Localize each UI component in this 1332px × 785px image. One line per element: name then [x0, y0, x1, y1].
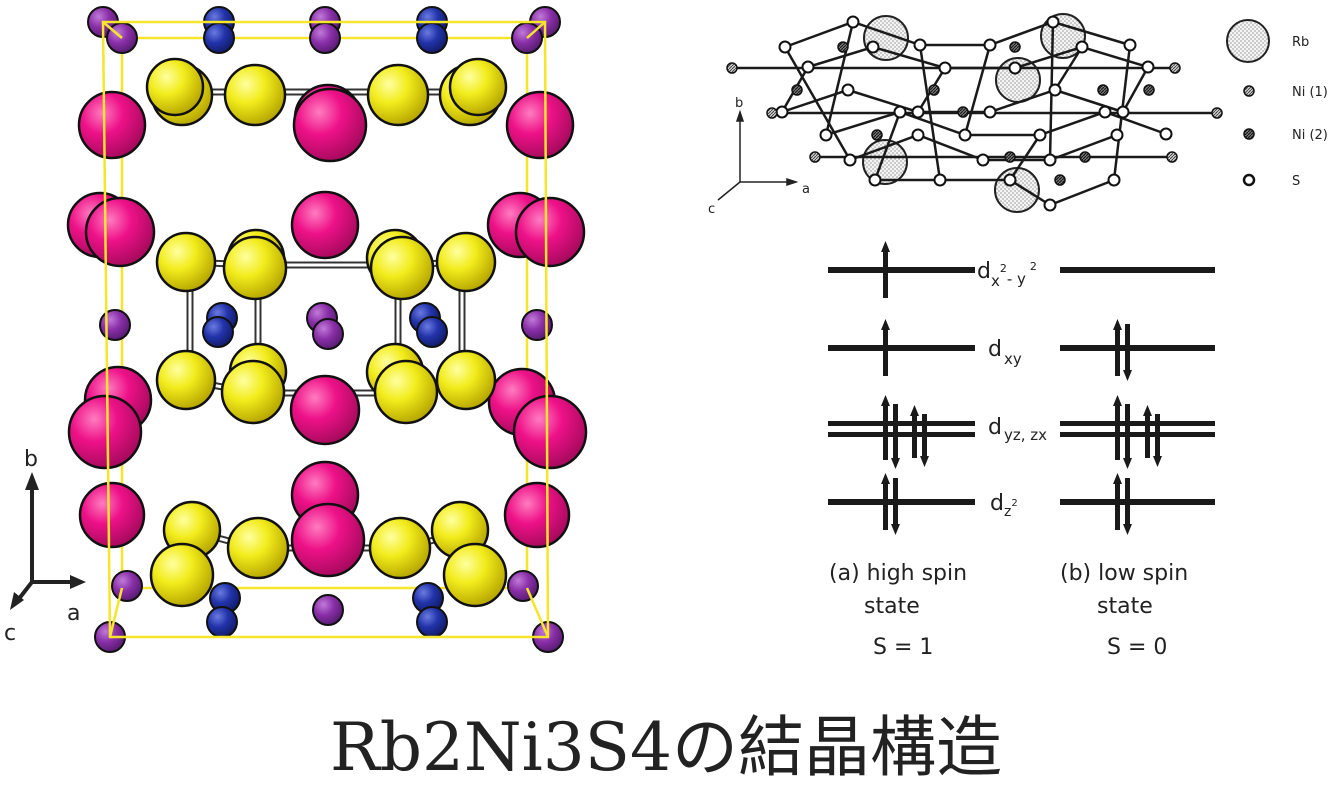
rb-atom: [507, 92, 573, 158]
rb-atom: [505, 483, 569, 547]
rb-atom: [292, 192, 358, 258]
rb-atom: [514, 396, 586, 468]
ni2-atom: [417, 23, 447, 53]
rb-atom: [516, 198, 584, 266]
small-open-circle-icon: [1244, 175, 1254, 185]
orbital-label-dz2: dz2: [990, 491, 1018, 520]
ni2-atom: [204, 23, 234, 53]
s-atom: [222, 361, 284, 423]
proj-axis-label-b: b: [735, 96, 743, 111]
spin-down-arrow: [891, 478, 900, 535]
orbital-label-dx2y2: dx2- y2: [977, 259, 1037, 290]
layer-projection-view: b a c Rb Ni (1) Ni (2) S: [708, 14, 1328, 217]
legend-label-ni1: Ni (1): [1292, 85, 1328, 100]
s-atom: [437, 351, 495, 409]
s-atom: [444, 544, 506, 606]
spin-up-arrow: [1113, 395, 1122, 460]
ni1-atom: [100, 310, 130, 340]
s-atom: [228, 518, 288, 578]
high-spin-value: S = 1: [873, 635, 933, 660]
rb-atom: [69, 396, 141, 468]
high-spin-caption-line1: (a) high spin: [829, 561, 967, 586]
spin-up-arrow: [881, 395, 890, 460]
ni1-atom: [112, 571, 142, 601]
legend-label-ni2: Ni (2): [1292, 128, 1328, 143]
s-atom: [450, 59, 506, 115]
rb-atom: [80, 483, 144, 547]
s-atom: [157, 233, 215, 291]
crystal-structure-view: b a c: [4, 7, 586, 652]
spin-down-arrow: [1123, 324, 1132, 381]
projection-legend: Rb Ni (1) Ni (2) S: [1227, 20, 1328, 189]
rb-atom: [86, 198, 154, 266]
axis-label-c: c: [4, 621, 16, 646]
s-atom: [224, 237, 286, 299]
ni1-atom: [310, 23, 340, 53]
rb-atom: [291, 376, 359, 444]
proj-axis-label-a: a: [802, 182, 810, 197]
s-atom: [437, 233, 495, 291]
ni2-atom: [417, 317, 447, 347]
s-atom: [157, 351, 215, 409]
ni2-atom: [207, 607, 237, 637]
spin-up-arrow: [1143, 405, 1152, 458]
rb-atom: [294, 89, 366, 161]
s-atom: [151, 544, 213, 606]
low-spin-value: S = 0: [1107, 635, 1167, 660]
axis-label-a: a: [67, 601, 80, 626]
ni1-atom: [313, 595, 343, 625]
spin-down-arrow: [1123, 478, 1132, 535]
proj-axis-label-c: c: [708, 202, 715, 217]
small-dark-hatched-circle-icon: [1244, 129, 1254, 139]
level-bars: [828, 267, 1215, 505]
ni1-atom: [313, 319, 343, 349]
rb-atom: [79, 92, 145, 158]
s-atom: [371, 237, 433, 299]
s-atom: [370, 518, 430, 578]
s-atom: [147, 59, 203, 115]
large-dotted-circle-icon: [1227, 20, 1269, 62]
s-atom: [368, 65, 428, 125]
small-hatched-circle-icon: [1244, 86, 1254, 96]
high-spin-caption-line2: state: [864, 594, 920, 619]
spin-up-arrow: [910, 405, 919, 458]
ni2-atom: [417, 607, 447, 637]
figure-title: Rb2Ni3S4の結晶構造: [330, 709, 1002, 785]
low-spin-caption-line2: state: [1097, 594, 1153, 619]
ni2-atom: [203, 317, 233, 347]
s-atom: [225, 65, 285, 125]
s-atom: [375, 361, 437, 423]
legend-label-rb: Rb: [1292, 35, 1309, 50]
legend-label-s: S: [1292, 174, 1300, 189]
axis-label-b: b: [24, 447, 38, 472]
crystal-axis-triad: b a c: [4, 447, 86, 646]
rb-atom: [292, 504, 364, 576]
ni1-atom: [508, 571, 538, 601]
ni-s-network: [732, 22, 1217, 205]
low-spin-caption-line1: (b) low spin: [1060, 561, 1188, 586]
